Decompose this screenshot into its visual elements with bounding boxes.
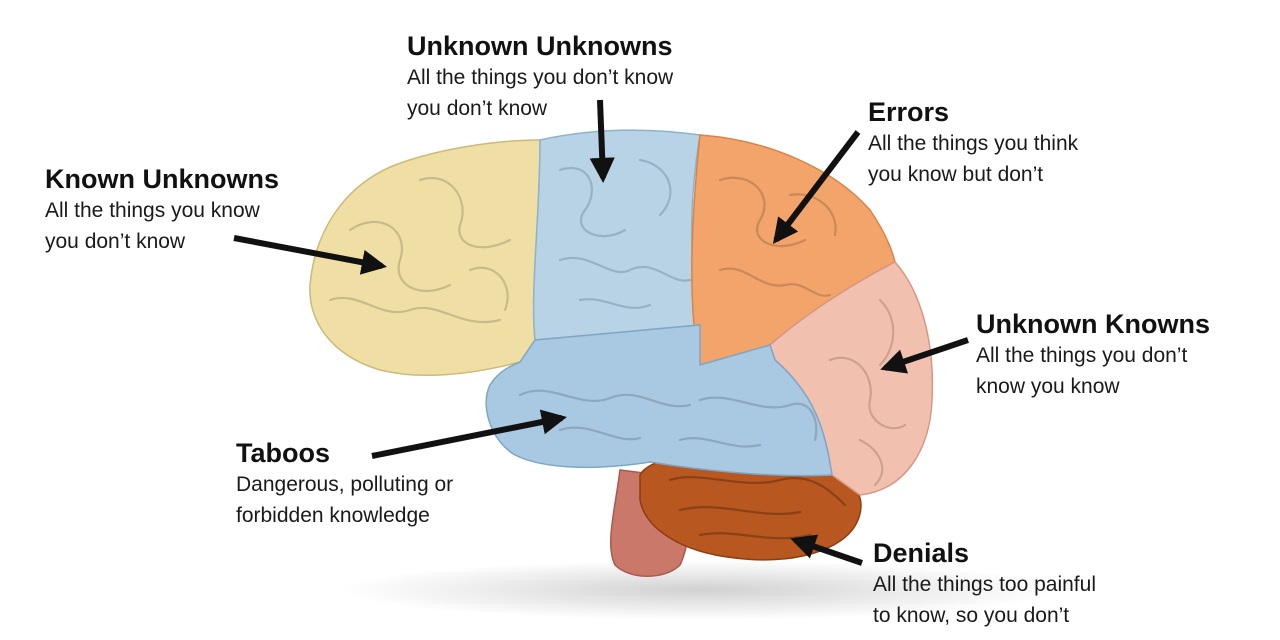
label-desc-line: All the things too painful: [873, 573, 1096, 596]
arrow-denials: [790, 534, 863, 566]
arrow-unknown-knowns: [880, 337, 969, 374]
label-desc-line: All the things you don’t know: [407, 66, 674, 89]
region-unknown-unknowns: [532, 129, 701, 341]
brain-shadow: [340, 560, 1060, 620]
label-errors: Errors All the things you think you know…: [868, 96, 1078, 190]
label-title: Unknown Knowns: [976, 309, 1210, 339]
label-desc-line: you don’t know: [407, 97, 548, 120]
label-unknown-knowns: Unknown Knowns All the things you don’t …: [976, 308, 1210, 402]
label-desc-line: to know, so you don’t: [873, 604, 1070, 627]
label-desc-line: you know but don’t: [868, 163, 1044, 186]
arrow-taboos: [371, 409, 567, 459]
label-desc-line: know you know: [976, 375, 1120, 398]
label-desc-line: All the things you don’t: [976, 344, 1188, 367]
label-title: Errors: [868, 97, 950, 127]
label-title: Taboos: [236, 438, 330, 468]
label-taboos: Taboos Dangerous, polluting or forbidden…: [236, 437, 453, 531]
arrow-errors: [772, 130, 861, 245]
label-desc-line: Dangerous, polluting or: [236, 473, 454, 496]
arrow-known-unknowns: [233, 235, 387, 275]
label-title: Known Unknowns: [45, 164, 279, 194]
label-desc-line: All the things you think: [868, 132, 1079, 155]
label-desc-line: forbidden knowledge: [236, 504, 430, 527]
label-desc-line: you don’t know: [45, 230, 186, 253]
label-unknown-unknowns: Unknown Unknowns All the things you don’…: [407, 30, 673, 124]
label-denials: Denials All the things too painful to kn…: [873, 537, 1096, 631]
label-title: Unknown Unknowns: [407, 31, 673, 61]
brain-folds: [328, 158, 907, 540]
label-known-unknowns: Known Unknowns All the things you know y…: [45, 163, 279, 257]
arrow-unknown-unknowns: [589, 99, 615, 184]
label-desc-line: All the things you know: [45, 199, 260, 222]
label-title: Denials: [873, 538, 970, 568]
region-taboos: [485, 324, 833, 477]
